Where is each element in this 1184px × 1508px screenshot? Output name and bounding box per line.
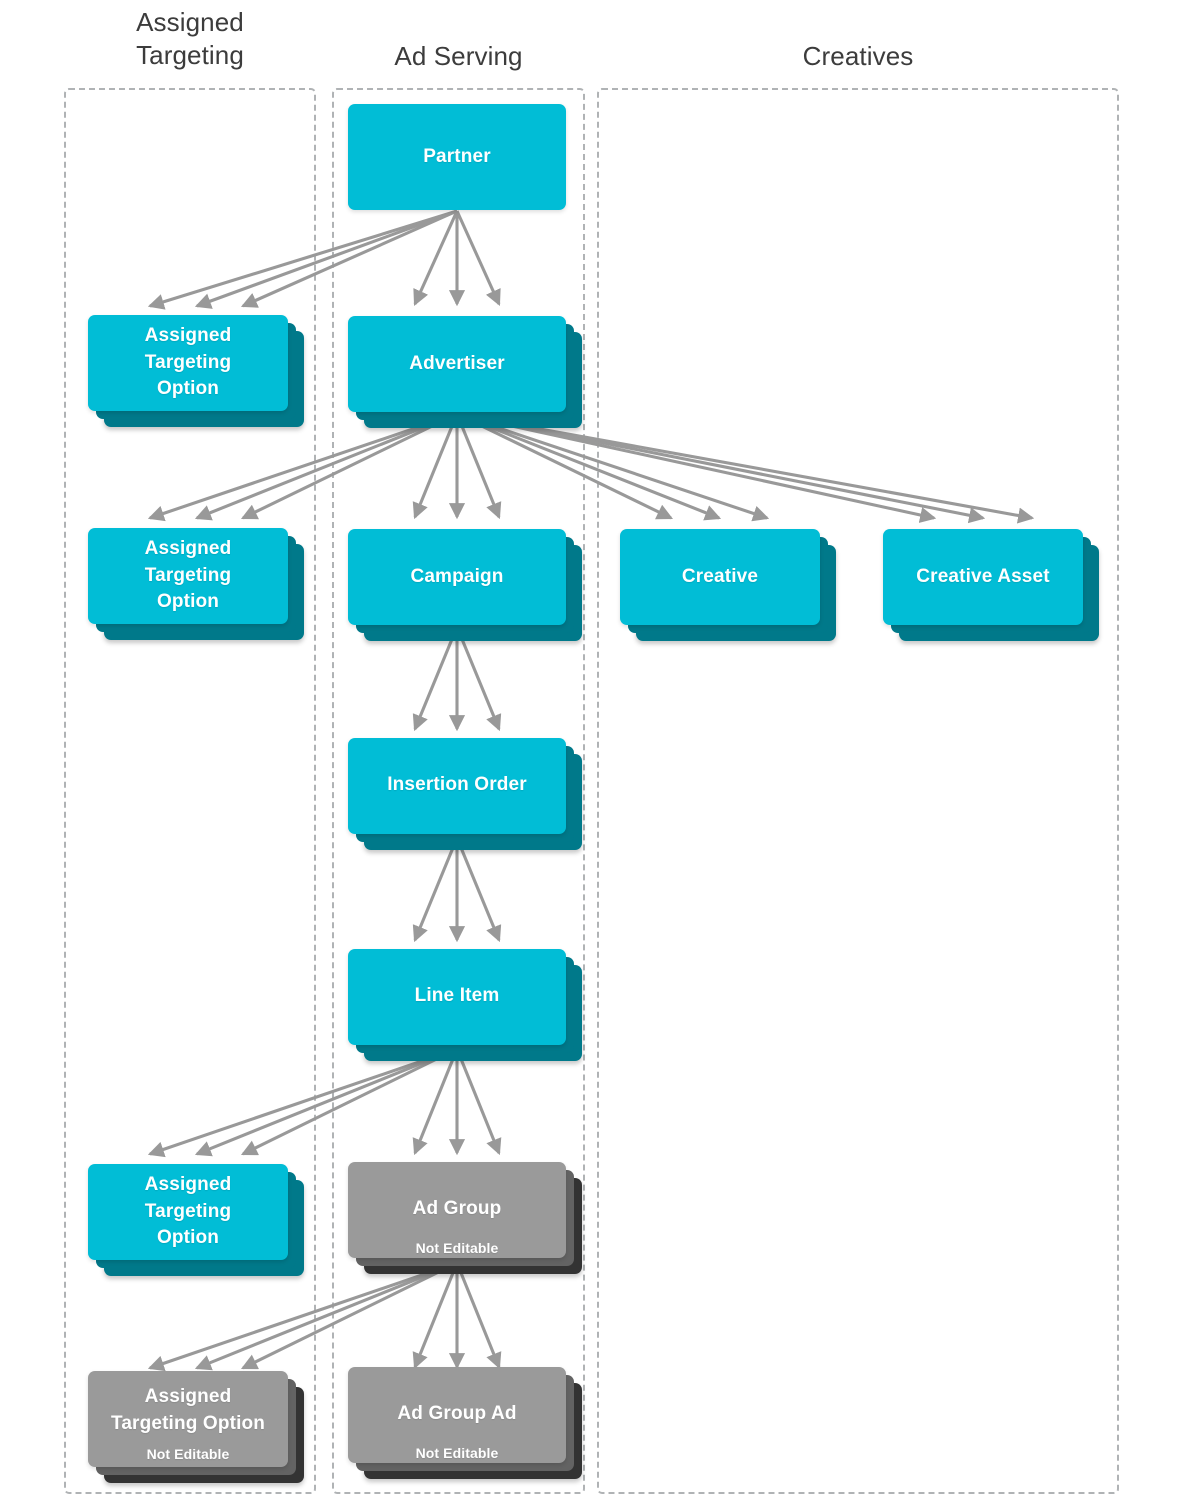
column-header-assigned-targeting: Assigned Targeting	[64, 6, 316, 73]
column-header-line1: Assigned	[136, 7, 244, 37]
node-creative[interactable]: Creative	[620, 529, 820, 625]
node-label: Ad Group	[412, 1198, 502, 1219]
node-label: Creative Asset	[916, 565, 1050, 587]
lane-ad-serving	[332, 88, 585, 1494]
node-label-line1: Assigned	[144, 537, 232, 559]
node-ato-ad-group[interactable]: Assigned Targeting Option Not Editable	[88, 1371, 288, 1467]
node-creative-asset[interactable]: Creative Asset	[883, 529, 1083, 625]
lane-assigned-targeting	[64, 88, 316, 1494]
node-partner[interactable]: Partner	[348, 104, 566, 210]
node-advertiser[interactable]: Advertiser	[348, 316, 566, 412]
node-ad-group-ad[interactable]: Ad Group Ad Not Editable	[348, 1367, 566, 1463]
node-status-not-editable: Not Editable	[146, 1445, 230, 1462]
node-label: Creative	[681, 565, 759, 587]
column-header-line2: Targeting	[136, 40, 244, 71]
column-header-line1: Ad Serving	[394, 41, 523, 71]
node-label-line3: Option	[156, 378, 220, 400]
node-line-item[interactable]: Line Item	[348, 949, 566, 1045]
column-header-line1: Creatives	[802, 41, 914, 71]
node-label-line2: Targeting	[144, 564, 232, 586]
node-label: Ad Group Ad	[397, 1403, 517, 1424]
node-ato-advertiser[interactable]: Assigned Targeting Option	[88, 528, 288, 624]
node-ato-partner[interactable]: Assigned Targeting Option	[88, 315, 288, 411]
node-label: Advertiser	[409, 352, 505, 374]
node-status-not-editable: Not Editable	[415, 1444, 499, 1461]
node-label: Partner	[423, 145, 491, 167]
node-label-line3: Option	[156, 1227, 220, 1249]
node-label: Line Item	[414, 985, 500, 1006]
node-label: Campaign	[410, 565, 504, 587]
node-label-line2: Targeting	[144, 1200, 232, 1222]
node-ato-line-item[interactable]: Assigned Targeting Option	[88, 1164, 288, 1260]
node-label-line2: Targeting Option	[110, 1412, 266, 1434]
node-label-line1: Assigned	[144, 324, 232, 346]
node-campaign[interactable]: Campaign	[348, 529, 566, 625]
node-label: Insertion Order	[387, 774, 527, 795]
lane-creatives	[597, 88, 1119, 1494]
node-status-not-editable: Not Editable	[415, 1239, 499, 1256]
node-ad-group[interactable]: Ad Group Not Editable	[348, 1162, 566, 1258]
node-label-line1: Assigned	[144, 1173, 232, 1195]
node-label-line3: Option	[156, 591, 220, 613]
column-header-ad-serving: Ad Serving	[332, 40, 585, 73]
node-insertion-order[interactable]: Insertion Order	[348, 738, 566, 834]
node-label-line1: Assigned	[144, 1386, 232, 1407]
column-header-creatives: Creatives	[597, 40, 1119, 73]
node-label-line2: Targeting	[144, 351, 232, 373]
